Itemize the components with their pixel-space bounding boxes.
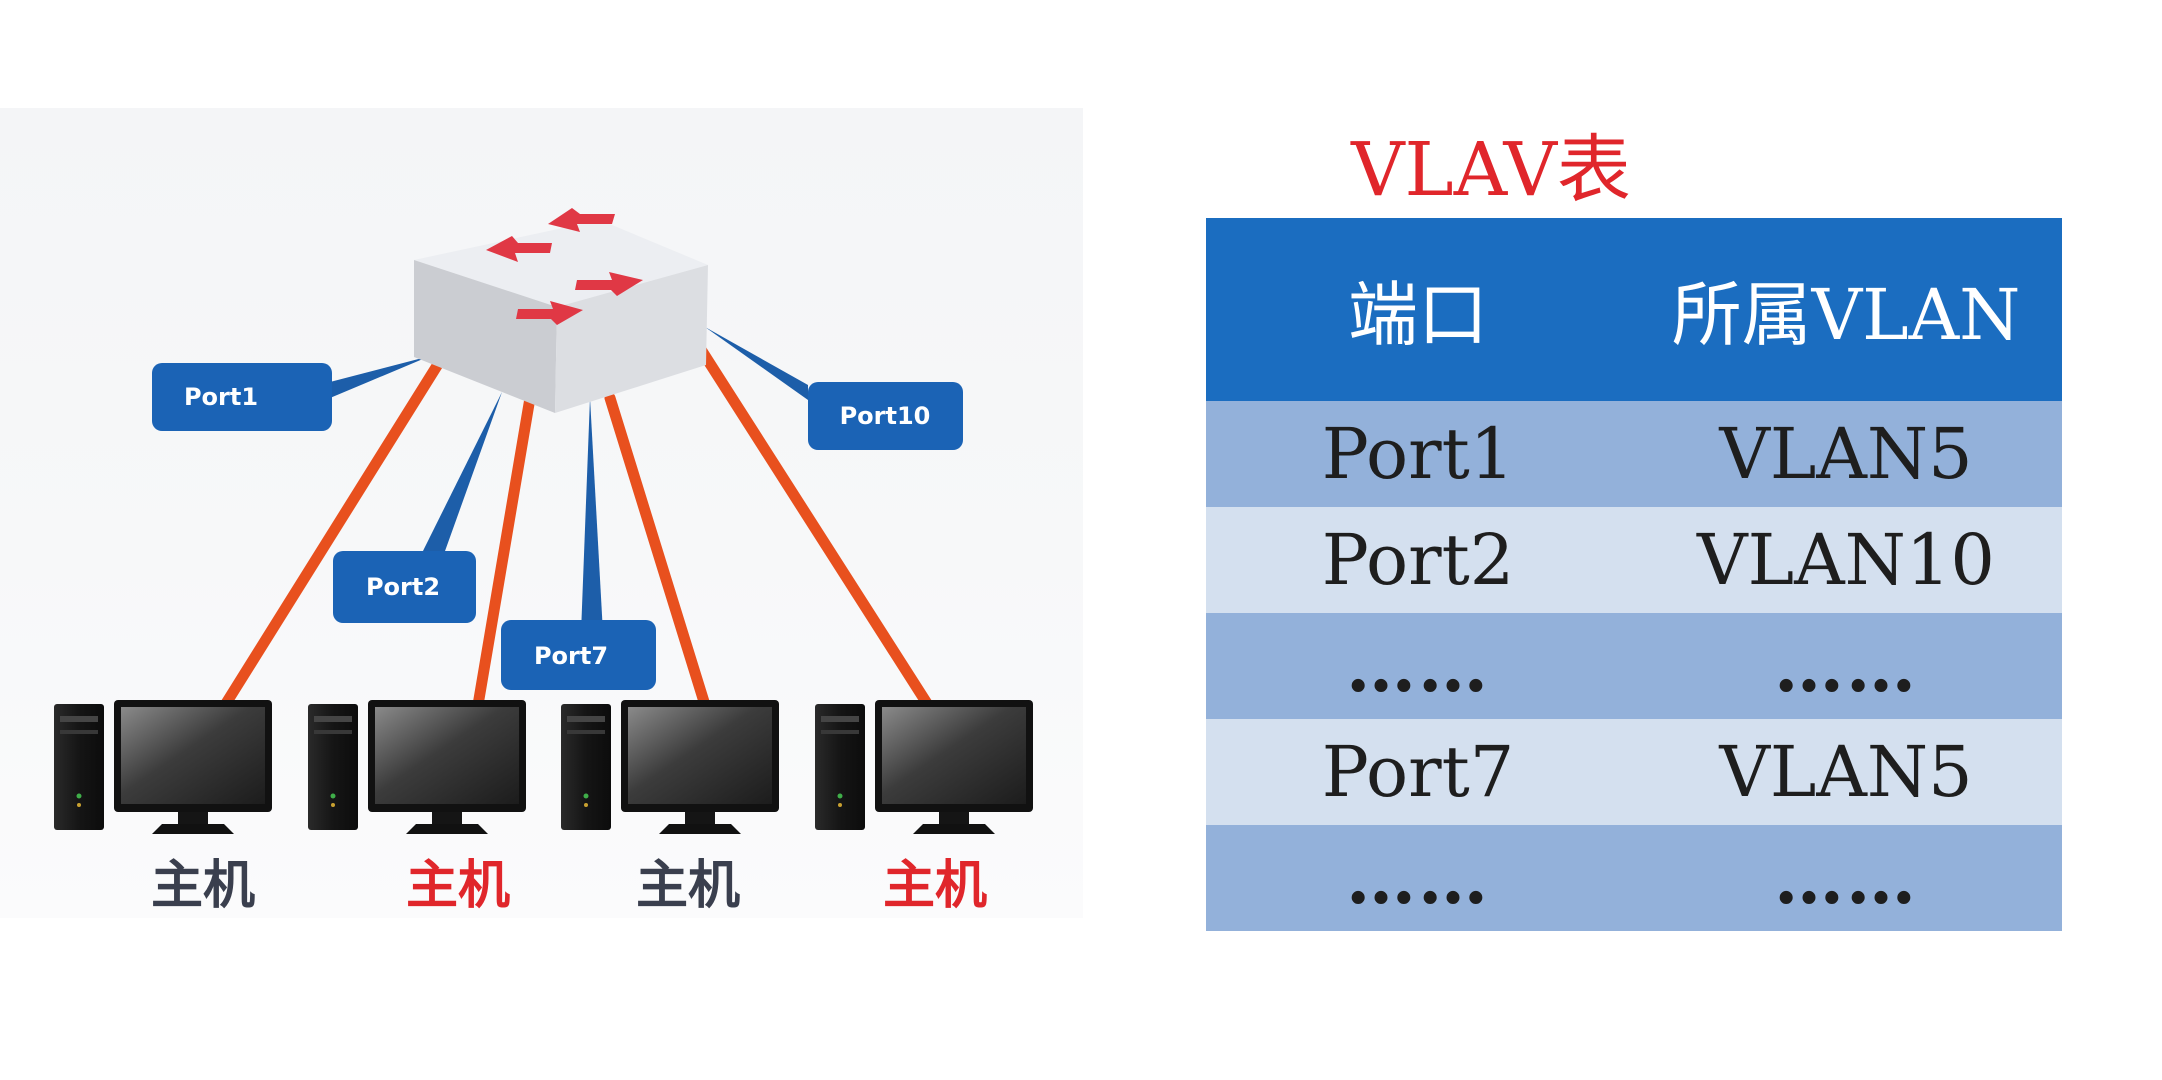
host-computer-icon xyxy=(815,700,1033,834)
host-label: 主机 xyxy=(151,856,255,916)
vlan-cell: VLAN10 xyxy=(1630,507,2062,613)
host-computer-icon xyxy=(561,700,779,834)
table-row: …… …… xyxy=(1206,825,2062,931)
link-line xyxy=(472,392,536,711)
port-cell: Port7 xyxy=(1206,719,1630,825)
host-label: 主机 xyxy=(636,856,740,916)
vlan-table: 端口 所属VLAN Port1 VLAN5 Port2 VLAN10 …… ……… xyxy=(1206,218,2062,931)
column-header-port: 端口 xyxy=(1206,218,1630,401)
vlan-cell: …… xyxy=(1630,825,2062,931)
vlan-table-title: VLAV表 xyxy=(1351,127,1631,213)
host-label: 主机 xyxy=(406,856,510,916)
link-line xyxy=(219,339,456,711)
host-computer-icon xyxy=(308,700,526,834)
port-label-port10: Port10 xyxy=(808,382,963,450)
table-row: …… …… xyxy=(1206,613,2062,719)
network-diagram: Port1 Port10 Port2 Port7 主机 主机 主机 主机 xyxy=(54,208,1033,916)
table-row: Port7 VLAN5 xyxy=(1206,719,2062,825)
port-cell: …… xyxy=(1206,613,1630,719)
column-header-vlan: 所属VLAN xyxy=(1630,218,2062,401)
port-cell: Port2 xyxy=(1206,507,1630,613)
link-line xyxy=(694,342,934,711)
host-label: 主机 xyxy=(883,856,987,916)
switch-icon xyxy=(414,208,708,413)
port-label-port1: Port1 xyxy=(152,363,332,431)
table-row: Port2 VLAN10 xyxy=(1206,507,2062,613)
port-label-port2: Port2 xyxy=(333,551,476,623)
svg-text:Port10: Port10 xyxy=(840,402,931,430)
port-label-port7: Port7 xyxy=(501,620,656,690)
svg-text:Port1: Port1 xyxy=(184,383,258,411)
switch-arrows-icon xyxy=(486,208,643,325)
svg-text:Port7: Port7 xyxy=(534,642,608,670)
link-line xyxy=(604,392,711,711)
port-cell: …… xyxy=(1206,825,1630,931)
svg-text:Port2: Port2 xyxy=(366,573,440,601)
host-computer-icon xyxy=(54,700,272,834)
link-lines xyxy=(219,339,934,711)
vlan-cell: VLAN5 xyxy=(1630,719,2062,825)
table-row: Port1 VLAN5 xyxy=(1206,401,2062,507)
vlan-cell: …… xyxy=(1630,613,2062,719)
port-cell: Port1 xyxy=(1206,401,1630,507)
label-connectors xyxy=(330,327,808,633)
vlan-cell: VLAN5 xyxy=(1630,401,2062,507)
table-header-row: 端口 所属VLAN xyxy=(1206,218,2062,401)
